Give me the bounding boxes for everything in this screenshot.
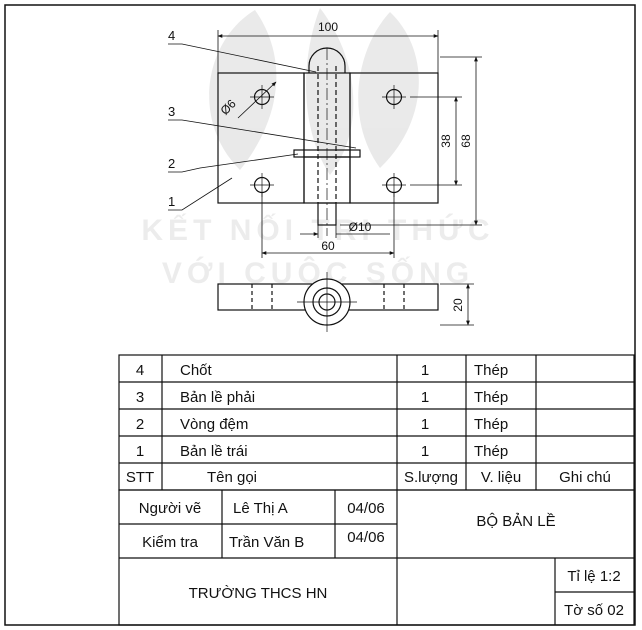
drawn-by-name: Lê Thị A [233,500,288,517]
title-block: Người vẽ Lê Thị A 04/06 Kiểm tra Trần Vă… [139,500,624,619]
callout-leader-2 [168,153,299,173]
row-2-name: Vòng đệm [180,416,248,433]
dim-text-38: 38 [439,134,453,148]
row-1-stt: 1 [136,443,144,460]
sheet-number: Tờ số 02 [564,602,624,619]
callout-leader-1 [168,177,233,211]
school-name: TRƯỜNG THCS HN [189,585,328,602]
hole-top-right [382,85,406,109]
header-note: Ghi chú [559,469,611,486]
callout-2: 2 [168,156,175,171]
drawing-title: BỘ BẢN LỀ [476,513,555,530]
callout-3: 3 [168,104,175,119]
callout-leader-4 [168,43,317,73]
scale-label: Tỉ lệ 1:2 [567,568,620,585]
header-name: Tên gọi [207,469,257,486]
part-callouts [168,43,357,211]
drawn-by-label: Người vẽ [139,500,201,517]
parts-list: 4 Chốt 1 Thép 3 Bản lề phải 1 Thép 2 Vòn… [126,362,611,486]
dim-line-hole-diameter [237,81,277,119]
row-1-material: Thép [474,443,508,460]
row-1-name: Bản lề trái [180,443,248,460]
row-4-material: Thép [474,362,508,379]
header-stt: STT [126,469,154,486]
callout-4: 4 [168,28,175,43]
row-3-material: Thép [474,389,508,406]
header-qty: S.lượng [404,469,458,486]
callout-leader-3 [168,119,357,149]
checked-by-name: Trần Văn B [229,534,304,551]
drawn-by-date: 04/06 [347,500,385,517]
top-view [217,272,439,332]
row-2-qty: 1 [421,416,429,433]
dim-text-68: 68 [459,134,473,148]
dim-text-pin-diameter: Ø10 [349,220,372,234]
dim-text-20: 20 [451,298,465,312]
dim-text-100: 100 [318,20,338,34]
row-3-qty: 1 [421,389,429,406]
row-3-name: Bản lề phải [180,389,255,406]
dimensions-top [440,283,474,326]
dimensions-front [217,30,482,258]
header-material: V. liệu [481,469,521,486]
row-4-name: Chốt [180,362,213,379]
row-4-stt: 4 [136,362,144,379]
title-block-grid [118,489,635,626]
row-2-stt: 2 [136,416,144,433]
watermark-leaf-icon [209,8,419,175]
callout-numbers: 4 3 2 1 [168,28,175,209]
row-2-material: Thép [474,416,508,433]
checked-by-label: Kiểm tra [142,534,199,551]
checked-by-date: 04/06 [347,529,385,546]
callout-1: 1 [168,194,175,209]
row-4-qty: 1 [421,362,429,379]
dim-text-60: 60 [321,239,335,253]
watermark-line-1: KẾT NỐI TRI THỨC [141,213,494,247]
row-3-stt: 3 [136,389,144,406]
row-1-qty: 1 [421,443,429,460]
hole-top-left [250,85,274,109]
